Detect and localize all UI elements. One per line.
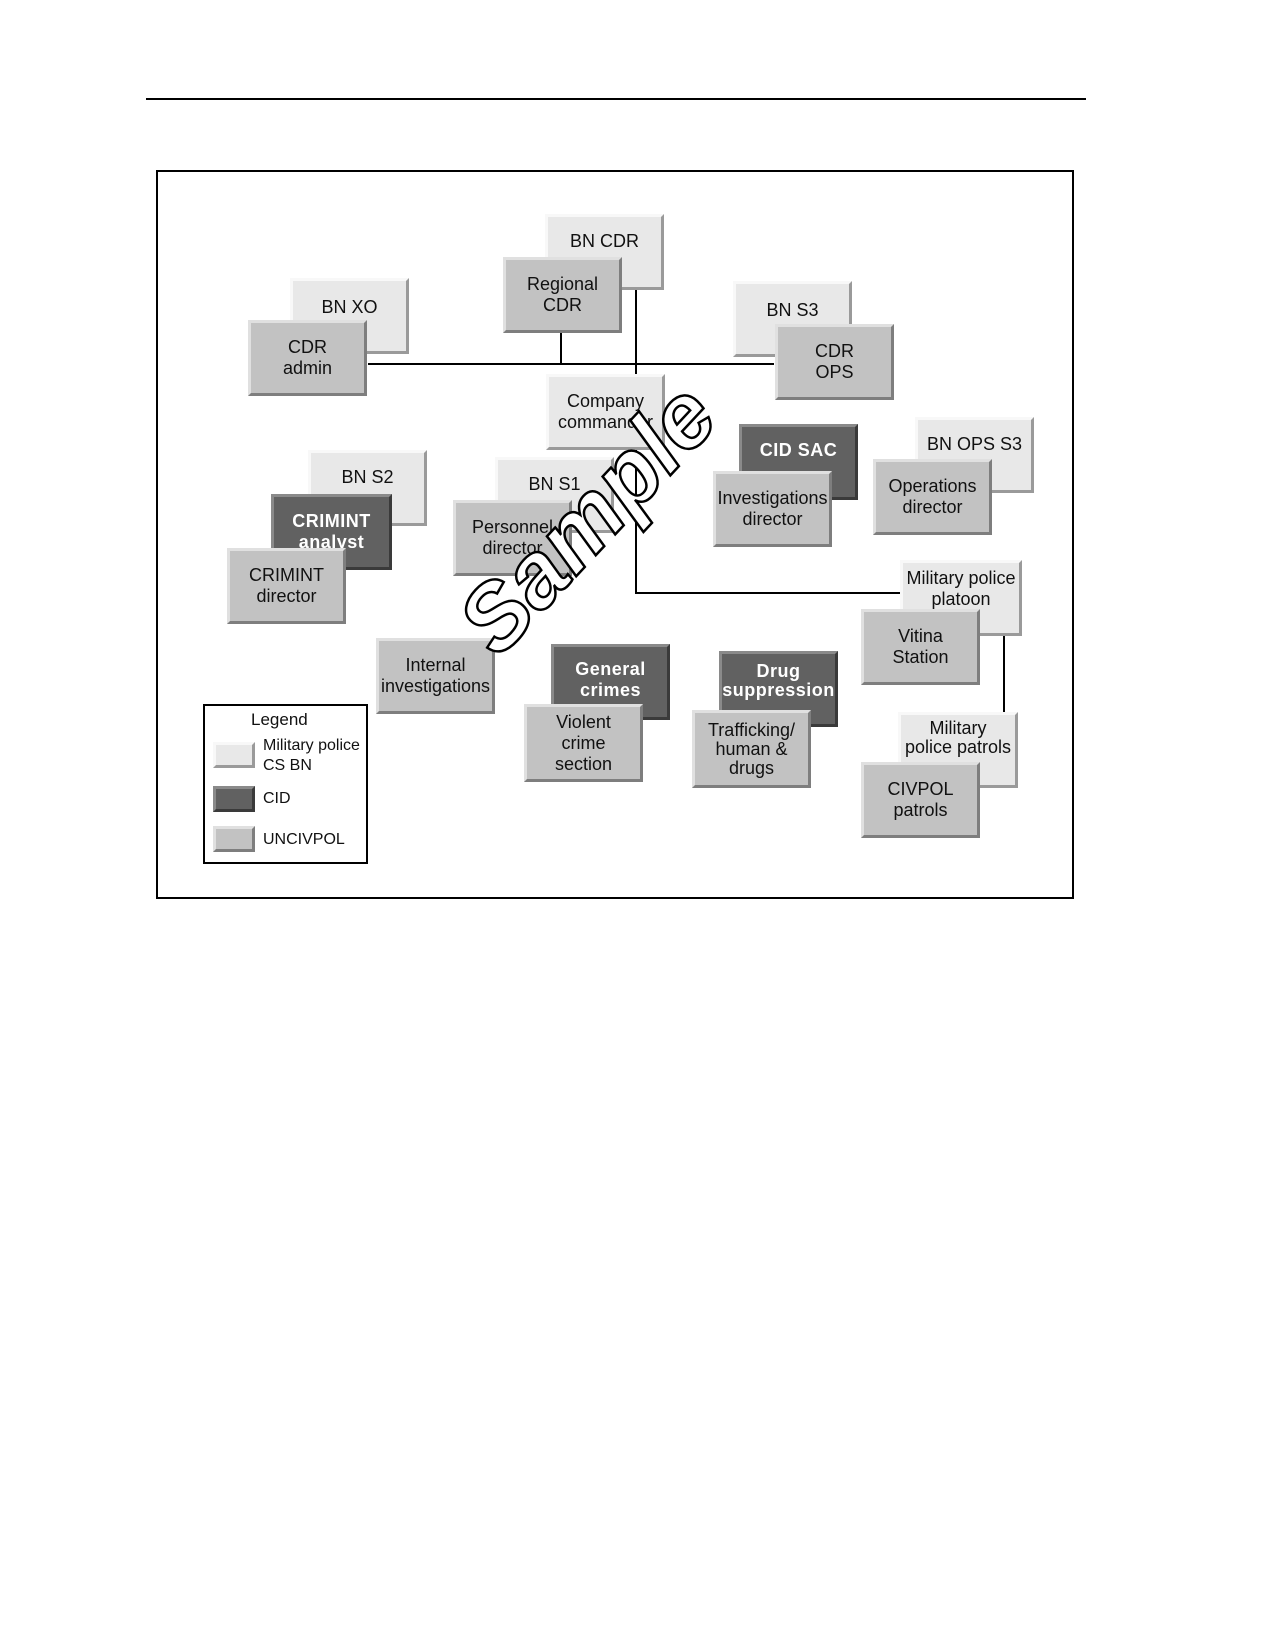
node-violent-crime-section: Violent crime section: [524, 704, 643, 782]
node-operations-director: Operations director: [873, 459, 992, 535]
node-crimint-director: CRIMINT director: [227, 548, 346, 624]
legend-swatch-cid: [213, 786, 255, 812]
legend-label-cid: CID: [263, 790, 291, 807]
figure-frame: [156, 170, 1074, 899]
connector-platoon-patrols: [1003, 636, 1005, 713]
legend-swatch-uncivpol: [213, 826, 255, 852]
legend: Legend Military police CS BN CID UNCIVPO…: [203, 704, 368, 864]
legend-label-military-police: Military police CS BN: [263, 737, 360, 774]
node-company-commander: Company commander: [546, 374, 665, 450]
node-trafficking: Trafficking/ human & drugs: [692, 710, 811, 788]
header-rule: [146, 98, 1086, 100]
node-investigations-director: Investigations director: [713, 471, 832, 547]
node-regional-cdr: Regional CDR: [503, 257, 622, 333]
node-personnel-director: Personnel director: [453, 500, 572, 576]
node-internal-investigations: Internal investigations: [376, 638, 495, 714]
legend-swatch-military-police: [213, 742, 255, 768]
connector-horizontal-top: [368, 363, 774, 365]
node-cdr-ops: CDR OPS: [775, 324, 894, 400]
node-vitina-station: Vitina Station: [861, 609, 980, 685]
node-cdr-admin: CDR admin: [248, 320, 367, 396]
connector-horizontal-platoon: [635, 592, 901, 594]
node-civpol-patrols: CIVPOL patrols: [861, 762, 980, 838]
legend-title: Legend: [251, 710, 308, 729]
connector-regional-cdr: [560, 333, 562, 364]
legend-label-uncivpol: UNCIVPOL: [263, 831, 345, 848]
